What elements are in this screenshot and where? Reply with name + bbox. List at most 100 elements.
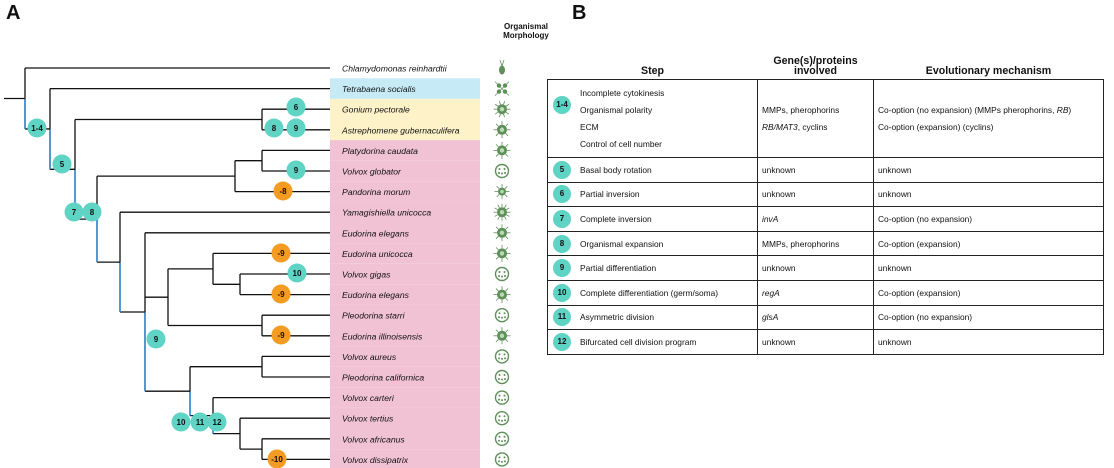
volvox-colony-icon <box>494 308 510 323</box>
morphology-header-line-2: Morphology <box>503 31 549 40</box>
gene-name: glsA <box>762 312 779 323</box>
taxon-band <box>330 407 480 429</box>
gain-node-marker: 1-4 <box>27 118 47 138</box>
node-marker-label: 9 <box>294 166 299 175</box>
node-marker-label: -10 <box>271 455 283 464</box>
step-label: Basal body rotation <box>580 164 652 175</box>
taxon-band <box>330 449 480 468</box>
step-badge: 12 <box>553 332 571 351</box>
node-marker-label: 10 <box>293 269 302 278</box>
step-label: Complete differentiation (germ/soma) <box>580 287 719 298</box>
node-marker-label: 9 <box>154 335 159 344</box>
step-cell: 11 Asymmetric division <box>547 304 758 331</box>
step-label: Partial differentiation <box>580 263 657 274</box>
mechanism-cell: Co-option (no expansion) <box>873 304 1104 331</box>
step-cell: 1-4 Incomplete cytokinesis Organismal po… <box>547 79 758 158</box>
taxon-band <box>330 140 480 161</box>
step-line: Organismal polarity <box>580 104 653 115</box>
step-label: Complete inversion <box>580 213 652 224</box>
step-label: Organismal expansion <box>580 238 664 249</box>
gain-node-marker: 9 <box>146 329 166 349</box>
node-marker-label: 10 <box>177 418 186 427</box>
taxon-label: Platydorina caudata <box>342 146 418 156</box>
gain-node-marker: 9 <box>286 118 306 138</box>
genes-cell: MMPs, pherophorins <box>757 230 874 257</box>
gene-line: MMPs, pherophorins <box>762 104 840 115</box>
spheroid-colony-icon <box>493 244 511 262</box>
taxon-label: Gonium pectorale <box>342 105 410 115</box>
volvox-colony-icon <box>494 431 510 446</box>
taxon-label: Eudorina illinoisensis <box>342 331 423 341</box>
taxon-band <box>330 181 480 202</box>
node-marker-label: 12 <box>213 418 222 427</box>
taxon-label: Tetrabaena socialis <box>342 84 416 94</box>
node-marker-label: 9 <box>294 124 299 133</box>
node-marker-label: -8 <box>279 187 287 196</box>
panel-b-letter: B <box>572 2 587 24</box>
step-badge: 1-4 <box>553 96 571 114</box>
mechanism-cell: unknown <box>873 329 1104 355</box>
taxon-band <box>330 346 480 367</box>
spiky-colony-icon <box>493 203 511 221</box>
taxon-band <box>330 119 480 141</box>
taxon-label: Pleodorina californica <box>342 373 424 383</box>
step-line: Control of cell number <box>580 138 662 149</box>
taxon-label: Volvox globator <box>342 167 402 177</box>
taxon-band <box>330 428 480 450</box>
mechanism-cell: Co-option (no expansion) (MMPs pherophor… <box>873 79 1104 158</box>
panel-a-letter: A <box>6 2 21 24</box>
table-header-row: Step Gene(s)/proteins involved Evolution… <box>547 56 1104 80</box>
step-badge: 9 <box>553 259 571 278</box>
gain-node-marker: 10 <box>287 263 307 283</box>
step-cell: 7 Complete inversion <box>547 206 758 232</box>
mechanism-cell: unknown <box>873 157 1104 183</box>
table-row: 12 Bifurcated cell division program unkno… <box>547 329 1104 355</box>
genes-cell: unknown <box>757 255 874 281</box>
mechanism-line: Co-option (expansion) (cyclins) <box>878 121 994 132</box>
node-marker-label: 5 <box>60 160 65 169</box>
taxon-label: Yamagishiella unicocca <box>342 208 431 218</box>
node-marker-label: 8 <box>90 208 95 217</box>
volvox-colony-icon <box>494 452 510 467</box>
node-marker-label: 1-4 <box>31 124 43 133</box>
volvox-colony-icon <box>494 411 510 426</box>
table-row: 9 Partial differentiation unknown unknown <box>547 255 1104 281</box>
mechanism-cell: unknown <box>873 255 1104 281</box>
morphology-header-line-1: Organismal <box>503 22 548 31</box>
step-label: Asymmetric division <box>580 312 654 323</box>
taxon-band <box>330 325 480 347</box>
taxon-label: Volvox aureus <box>342 352 397 362</box>
plate-colony-icon <box>493 100 511 118</box>
taxon-label: Volvox tertius <box>342 414 394 424</box>
step-badge: 11 <box>553 308 571 327</box>
taxon-band <box>330 304 480 326</box>
steps-table: Step Gene(s)/proteins involved Evolution… <box>547 56 1104 355</box>
taxon-label: Eudorina unicocca <box>342 249 413 259</box>
flat-colony-icon <box>494 184 510 200</box>
gain-node-marker: 6 <box>286 97 306 117</box>
tetrad-colony-icon <box>494 81 510 96</box>
step-label: Bifurcated cell division program <box>580 336 697 347</box>
step-line: ECM <box>580 121 599 132</box>
mechanism-cell: Co-option (expansion) <box>873 279 1104 306</box>
genes-cell: invA <box>757 206 874 232</box>
taxon-band <box>330 387 480 408</box>
node-marker-label: -9 <box>277 331 285 340</box>
step-badge: 7 <box>553 209 571 228</box>
gain-node-marker: 8 <box>264 118 284 138</box>
node-marker-label: 6 <box>294 103 299 112</box>
gain-node-marker: 8 <box>82 202 102 222</box>
taxon-band <box>330 284 480 305</box>
loss-node-marker: -9 <box>271 243 291 263</box>
node-marker-label: 8 <box>272 124 277 133</box>
table-row: 11 Asymmetric division glsA Co-option (no… <box>547 304 1104 331</box>
genes-cell: unknown <box>757 157 874 183</box>
gain-node-marker: 11 <box>190 412 210 432</box>
taxon-band <box>330 160 480 182</box>
